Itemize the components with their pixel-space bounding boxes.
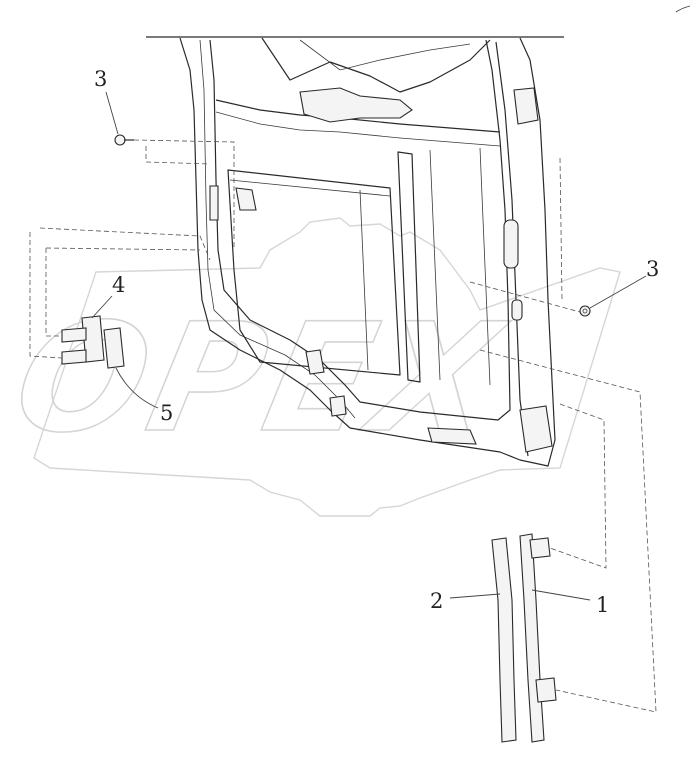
pad-part-5 <box>103 327 125 369</box>
guide-lower-clip <box>535 677 557 703</box>
door-frame-outer <box>179 37 556 467</box>
door-frame <box>179 37 556 467</box>
nut-right <box>579 305 591 317</box>
window-channel-part-2 <box>491 537 517 743</box>
inner-panel-line <box>359 189 369 371</box>
assembly-lines <box>29 139 657 713</box>
window-opening <box>261 37 491 93</box>
watermark-gear <box>33 217 621 517</box>
upper-hinge-on-frame <box>513 87 539 125</box>
latch-opening <box>305 349 325 375</box>
callout-1: 1 <box>596 593 609 617</box>
lower-clip <box>329 395 347 417</box>
upper-bracket <box>299 87 413 123</box>
callout-3-top: 3 <box>94 67 107 91</box>
window-guide-part-1 <box>519 533 557 743</box>
door-frame-edge <box>199 39 356 419</box>
edge-tab <box>209 185 219 221</box>
inner-panel-diagonal <box>229 179 391 197</box>
corner-mark <box>675 5 691 13</box>
callout-2: 2 <box>430 589 443 613</box>
callout-4: 4 <box>112 273 125 297</box>
callouts: 3 4 5 3 2 1 <box>91 67 659 617</box>
vertical-channel <box>397 151 421 383</box>
channel-right <box>429 147 491 386</box>
guide-upper-clip <box>529 537 551 559</box>
pillar-slot-upper <box>503 219 519 269</box>
hinge-bracket-part-4 <box>61 315 105 365</box>
callout-5: 5 <box>160 401 173 425</box>
callout-3-right: 3 <box>646 257 659 281</box>
pillar-slot-lower <box>511 299 523 321</box>
bolt-top <box>114 134 134 146</box>
window-inner <box>299 39 471 71</box>
lower-handle-recess <box>427 427 477 445</box>
lower-hinge-on-frame <box>519 405 553 453</box>
upper-crossmember-lower <box>215 111 501 147</box>
inner-panel <box>227 169 401 376</box>
side-slot <box>235 187 257 211</box>
door-frame-inner <box>209 39 511 421</box>
